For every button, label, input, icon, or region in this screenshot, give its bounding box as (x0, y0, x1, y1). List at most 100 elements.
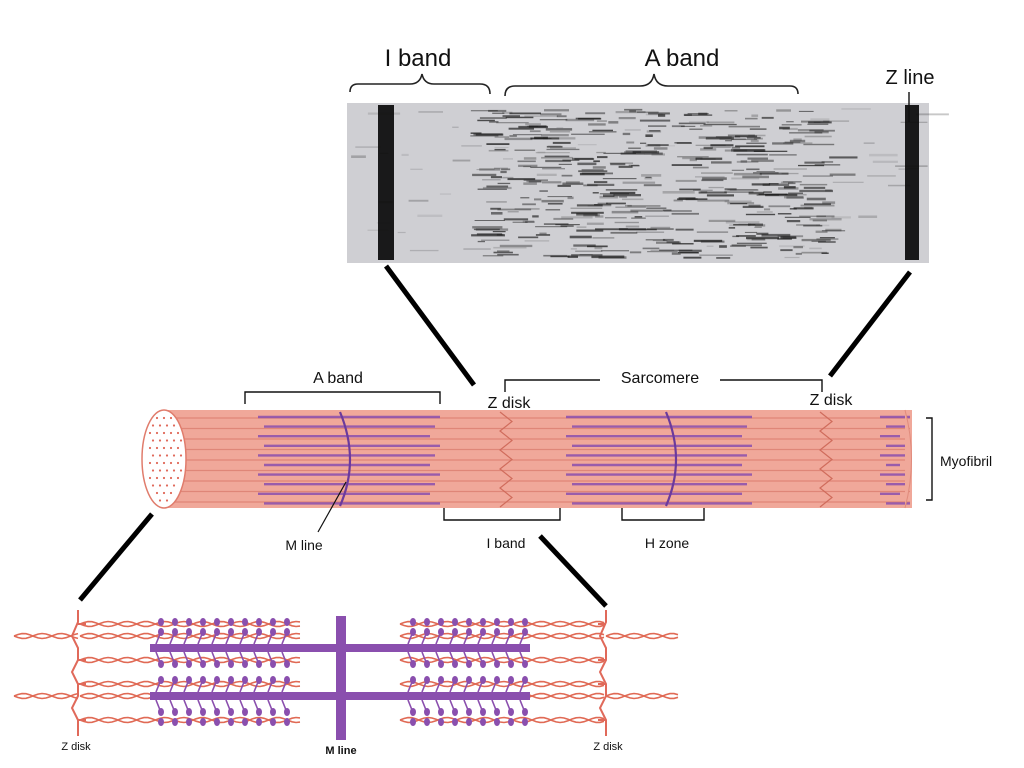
micrograph-streak (542, 181, 562, 184)
micrograph-streak (677, 156, 709, 158)
myosin-head (256, 660, 262, 668)
micrograph-streak (715, 136, 741, 138)
micrograph-streak (493, 251, 513, 254)
h-zone-bracket (621, 508, 705, 521)
micrograph-streak (560, 225, 574, 227)
micrograph-streak (578, 170, 608, 173)
micrograph-streak (579, 254, 593, 256)
micrograph-streak (809, 247, 822, 250)
micrograph-streak (819, 237, 835, 239)
micrograph-streak (625, 150, 657, 153)
micrograph-streak (599, 195, 618, 199)
micrograph-streak (569, 235, 592, 239)
micrograph-streak (627, 228, 657, 231)
myosin-head (494, 628, 500, 636)
micrograph-streak (625, 204, 632, 207)
myosin-neck (407, 681, 413, 693)
micrograph-streak (565, 181, 580, 184)
micrograph-streak (622, 132, 631, 136)
myosin-neck (281, 699, 287, 711)
micrograph-streak (552, 141, 571, 144)
micrograph-streak (540, 113, 562, 116)
micrograph-streak (581, 169, 604, 171)
myosin-head (508, 618, 514, 626)
micrograph-streak (535, 226, 568, 228)
myosin-head (494, 618, 500, 626)
micrograph-streak (804, 161, 825, 164)
myosin-head (424, 660, 430, 668)
micrograph-streak (534, 198, 542, 201)
myosin-head (186, 708, 192, 716)
myosin-head (466, 628, 472, 636)
micrograph-streak (631, 217, 646, 219)
myosin-neck (407, 699, 413, 711)
micrograph-streak (793, 207, 814, 210)
cross-dot (169, 431, 173, 435)
myofibril-z-disk-right-label: Z disk (810, 392, 854, 409)
myosin-head (242, 718, 248, 726)
micrograph-streak (683, 113, 692, 116)
micrograph-streak (522, 220, 534, 223)
myosin-neck (197, 681, 203, 693)
micrograph-streak (801, 120, 830, 123)
micrograph-streak (731, 177, 760, 180)
cross-dot (162, 446, 166, 450)
micrograph-streak (494, 148, 506, 151)
micrograph-streak (503, 218, 529, 221)
micrograph-streak (512, 134, 542, 136)
myosin-head (494, 708, 500, 716)
micrograph-streak (541, 199, 564, 203)
micrograph-streak (745, 117, 758, 120)
micrograph-streak (729, 189, 759, 191)
myosin-head (158, 618, 164, 626)
micrograph-streak (756, 171, 776, 172)
micrograph-streak (749, 128, 767, 130)
myosin-head (172, 718, 178, 726)
micrograph-streak (536, 173, 557, 176)
micrograph-streak (804, 135, 832, 138)
micrograph-streak (624, 129, 641, 131)
micrograph-streak (476, 233, 503, 236)
cross-dot (172, 469, 176, 472)
micrograph-streak (671, 252, 681, 255)
myofibril-right-end (904, 409, 912, 509)
myosin-head (522, 708, 528, 716)
cross-dot (165, 499, 169, 502)
myosin-head (480, 718, 486, 726)
myosin-head (214, 676, 220, 684)
cross-dot (172, 424, 176, 427)
micrograph-streak (662, 191, 695, 194)
micrograph-streak (697, 199, 730, 202)
myosin-neck (463, 651, 469, 663)
micrograph-streak (784, 256, 800, 259)
myosin-neck (211, 651, 217, 663)
micrograph-streak (781, 124, 802, 126)
micrograph-streak (549, 131, 571, 133)
micrograph-streak (539, 190, 548, 192)
micrograph-streak (736, 242, 767, 244)
micrograph-streak (747, 157, 768, 160)
micrograph-streak (544, 155, 570, 158)
micrograph-streak (475, 228, 509, 231)
micrograph-streak (646, 130, 662, 133)
micrograph-streak (808, 121, 832, 124)
micrograph-streak (593, 160, 600, 163)
cross-dot (158, 439, 162, 442)
myosin-head (494, 718, 500, 726)
myosin-head (186, 618, 192, 626)
myosin-head (494, 676, 500, 684)
myosin-neck (197, 651, 203, 663)
myosin-neck (239, 681, 245, 693)
myosin-neck (505, 699, 511, 711)
micrograph-streak (735, 145, 765, 148)
myosin-head (158, 660, 164, 668)
micrograph-streak (703, 123, 737, 126)
micrograph-streak (658, 114, 666, 117)
z-disk-structures (70, 610, 607, 736)
myosin-head (522, 628, 528, 636)
myosin-head (172, 676, 178, 684)
micrograph-streak (514, 208, 540, 210)
micrograph-streak (724, 200, 752, 203)
micrograph-streak (825, 189, 832, 192)
myosin-neck (225, 651, 231, 663)
